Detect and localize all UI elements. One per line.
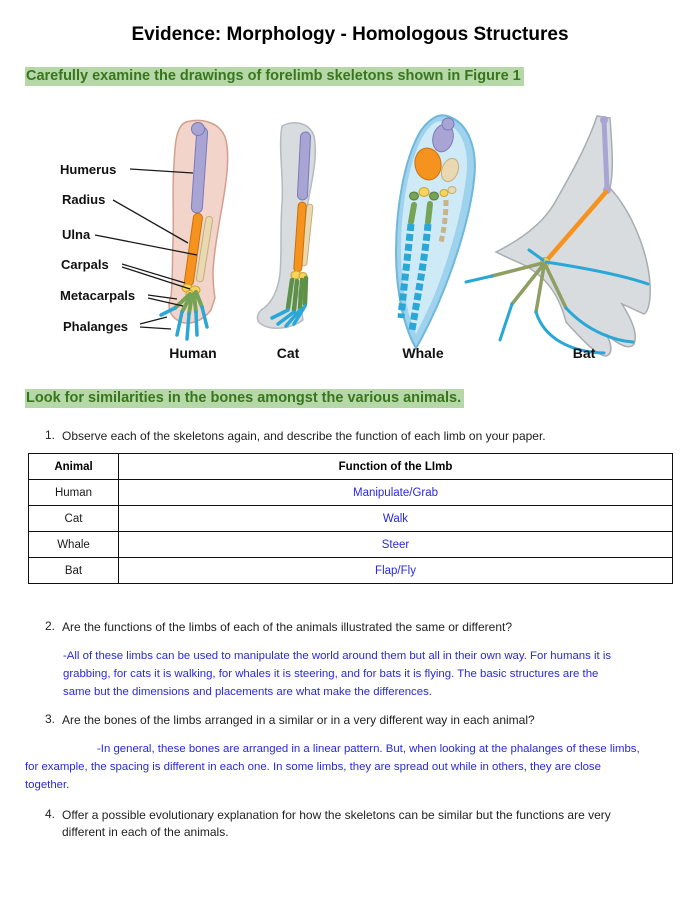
animal-label-cat: Cat bbox=[277, 345, 300, 361]
function-cell-whale[interactable]: Steer bbox=[118, 531, 673, 558]
question-1-number: 1. bbox=[45, 428, 56, 442]
function-cell-cat[interactable]: Walk bbox=[118, 505, 673, 532]
table-header-function: Function of the LImb bbox=[118, 453, 673, 480]
bone-label-ulna: Ulna bbox=[62, 227, 91, 242]
bone-label-metacarpals: Metacarpals bbox=[60, 288, 135, 303]
animal-cell-cat: Cat bbox=[28, 505, 119, 532]
figure-1-forelimb-skeletons: Humerus Radius Ulna Carpals Metacarpals … bbox=[0, 112, 700, 364]
table-header-animal: Animal bbox=[28, 453, 119, 480]
page-title: Evidence: Morphology - Homologous Struct… bbox=[131, 24, 569, 45]
bat-wing-illustration bbox=[464, 115, 651, 357]
question-4: 4. Offer a possible evolutionary explanat… bbox=[45, 807, 685, 841]
answer-3[interactable]: -In general, these bones are arranged in… bbox=[25, 743, 640, 791]
question-3: 3. Are the bones of the limbs arranged in… bbox=[45, 712, 685, 729]
similarities-heading-text: Look for similarities in the bones among… bbox=[25, 389, 465, 408]
animal-cell-bat: Bat bbox=[28, 557, 119, 584]
table-row-cat: Cat Walk bbox=[28, 505, 673, 532]
animal-label-whale: Whale bbox=[402, 345, 443, 361]
animal-label-human: Human bbox=[169, 345, 216, 361]
table-row-bat: Bat Flap/Fly bbox=[28, 557, 673, 584]
figure-leader-lines bbox=[94, 168, 198, 330]
animal-cell-whale: Whale bbox=[28, 531, 119, 558]
table-row-human: Human Manipulate/Grab bbox=[28, 479, 673, 506]
answer-2[interactable]: -All of these limbs can be used to manip… bbox=[63, 650, 612, 698]
animal-label-bat: Bat bbox=[573, 345, 596, 361]
animal-cell-human: Human bbox=[28, 479, 119, 506]
figure-instruction-heading: Carefully examine the drawings of foreli… bbox=[25, 66, 524, 86]
table-header-row: Animal Function of the LImb bbox=[28, 453, 673, 480]
question-3-number: 3. bbox=[45, 712, 56, 726]
human-forelimb-illustration bbox=[159, 119, 229, 341]
question-4-text: Offer a possible evolutionary explanatio… bbox=[62, 808, 611, 839]
figure-instruction-text: Carefully examine the drawings of foreli… bbox=[25, 67, 524, 86]
bone-label-phalanges: Phalanges bbox=[63, 319, 128, 334]
question-2-text: Are the functions of the limbs of each o… bbox=[62, 620, 513, 634]
bone-label-humerus: Humerus bbox=[60, 162, 116, 177]
function-cell-human[interactable]: Manipulate/Grab bbox=[118, 479, 673, 506]
cat-forelimb-illustration bbox=[256, 122, 317, 329]
whale-flipper-illustration bbox=[394, 114, 476, 350]
question-2-number: 2. bbox=[45, 619, 56, 633]
forelimb-figure-svg: Humerus Radius Ulna Carpals Metacarpals … bbox=[60, 114, 651, 361]
function-cell-bat[interactable]: Flap/Fly bbox=[118, 557, 673, 584]
question-4-number: 4. bbox=[45, 807, 56, 821]
table-row-whale: Whale Steer bbox=[28, 531, 673, 558]
similarities-heading: Look for similarities in the bones among… bbox=[25, 388, 465, 408]
question-1-text: Observe each of the skeletons again, and… bbox=[62, 429, 546, 443]
limb-function-table: Animal Function of the LImb Human Manipu… bbox=[28, 453, 673, 584]
bone-label-radius: Radius bbox=[62, 192, 105, 207]
question-1: 1. Observe each of the skeletons again, a… bbox=[45, 428, 685, 445]
question-3-text: Are the bones of the limbs arranged in a… bbox=[62, 713, 535, 727]
bone-label-carpals: Carpals bbox=[61, 257, 109, 272]
question-2: 2. Are the functions of the limbs of each… bbox=[45, 619, 685, 636]
